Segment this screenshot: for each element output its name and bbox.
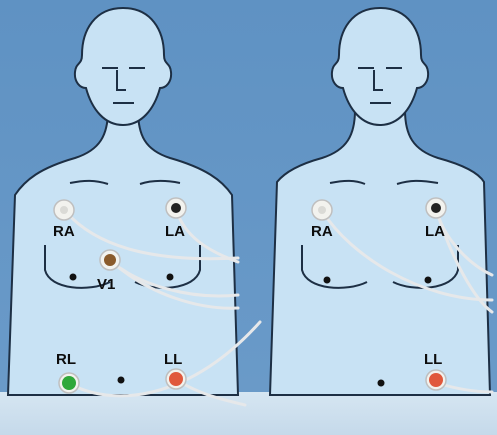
label-left-v1: V1 (97, 276, 115, 293)
label-left-ll: LL (164, 351, 182, 368)
label-left-rl: RL (56, 351, 76, 368)
electrode-right-la-snap (431, 203, 441, 213)
electrode-right-ll-snap (429, 373, 443, 387)
right-nipple-left (425, 277, 432, 284)
electrode-right-ra-snap (318, 206, 326, 214)
left-nipple-left (167, 274, 174, 281)
left-nipple-right (70, 274, 77, 281)
electrode-left-rl-snap (62, 376, 76, 390)
right-navel (378, 380, 385, 387)
left-navel (118, 377, 125, 384)
label-left-ra: RA (53, 223, 75, 240)
electrode-left-ra-snap (60, 206, 68, 214)
label-right-ra: RA (311, 223, 333, 240)
label-right-la: LA (425, 223, 445, 240)
label-left-la: LA (165, 223, 185, 240)
electrode-left-v1-snap (104, 254, 116, 266)
electrode-left-ll-snap (169, 372, 183, 386)
electrode-left-la-snap (171, 203, 181, 213)
label-right-ll: LL (424, 351, 442, 368)
right-nipple-right (324, 277, 331, 284)
floor-strip (0, 392, 497, 435)
